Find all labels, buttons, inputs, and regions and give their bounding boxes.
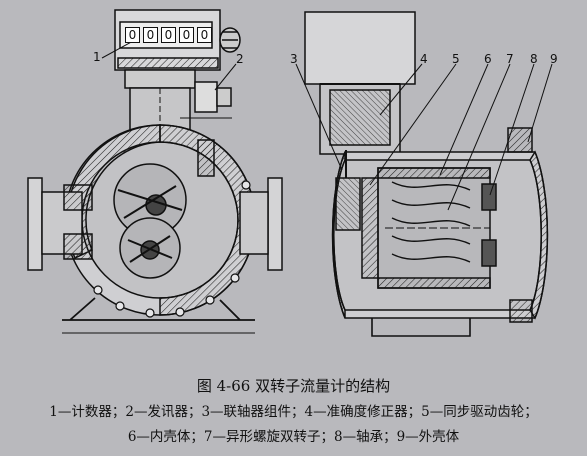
counter-digits: 0 0 0 0 0 (125, 27, 212, 43)
sync-gear (361, 177, 379, 279)
pulse-generator (194, 81, 218, 113)
section-view (304, 11, 549, 337)
counter-digit: 0 (197, 27, 212, 43)
counter-digit: 0 (125, 27, 140, 43)
leader-lines (101, 39, 553, 211)
front-view (27, 9, 283, 334)
callout-9: 9 (550, 52, 558, 66)
legend-line-2: 6—内壳体；7—异形螺旋双转子；8—轴承；9—外壳体 (127, 429, 460, 445)
callout-1: 1 (93, 50, 101, 64)
callout-2: 2 (236, 52, 244, 66)
inlet-flange (27, 177, 43, 271)
callout-4: 4 (420, 52, 428, 66)
outlet-flange (267, 177, 283, 271)
counter-digit: 0 (161, 27, 176, 43)
callout-8: 8 (530, 52, 538, 66)
coupling-assembly (335, 177, 361, 231)
bearing-upper (481, 183, 497, 211)
accuracy-adjuster-housing (304, 11, 416, 85)
callout-5: 5 (452, 52, 460, 66)
callout-6: 6 (484, 52, 492, 66)
figure-title: 图 4-66 双转子流量计的结构 (196, 377, 391, 395)
counter-digit: 0 (143, 27, 158, 43)
counter-digit: 0 (179, 27, 194, 43)
helical-rotors (385, 181, 490, 263)
callout-7: 7 (506, 52, 514, 66)
callout-3: 3 (290, 52, 298, 66)
bearing-lower (481, 239, 497, 267)
legend-line-1: 1—计数器；2—发讯器；3—联轴器组件；4—准确度修正器；5—同步驱动齿轮； (49, 404, 538, 420)
